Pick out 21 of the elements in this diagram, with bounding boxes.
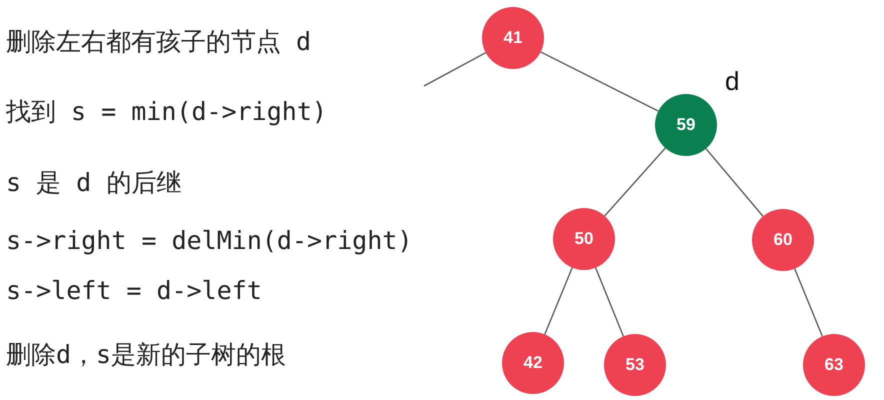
tree-node-circle: 50 bbox=[553, 208, 615, 270]
tree-node-circle: 60 bbox=[752, 209, 814, 271]
step-text: 找到 s = min(d->right) bbox=[6, 96, 327, 128]
tree-node-circle: 42 bbox=[502, 332, 564, 394]
tree-edge bbox=[604, 148, 666, 216]
tree-edge bbox=[544, 267, 573, 335]
tree-node-circle: 59 bbox=[655, 94, 717, 156]
tree-node-circle: 63 bbox=[803, 334, 865, 396]
step-text: s->left = d->left bbox=[6, 276, 262, 305]
tree-edge bbox=[705, 148, 764, 217]
tree-node-circle: 41 bbox=[482, 7, 544, 69]
step-text: 删除d，s是新的子树的根 bbox=[6, 339, 286, 371]
tree-edge bbox=[540, 51, 659, 112]
node-label: d bbox=[725, 66, 740, 97]
step-text: s 是 d 的后继 bbox=[6, 167, 182, 199]
tree-edge bbox=[794, 268, 823, 337]
tree-node-circle: 53 bbox=[604, 334, 666, 396]
step-text: 删除左右都有孩子的节点 d bbox=[6, 26, 312, 58]
step-text: s->right = delMin(d->right) bbox=[6, 226, 412, 255]
tree-edge bbox=[595, 268, 624, 336]
tree-edge bbox=[424, 52, 486, 87]
